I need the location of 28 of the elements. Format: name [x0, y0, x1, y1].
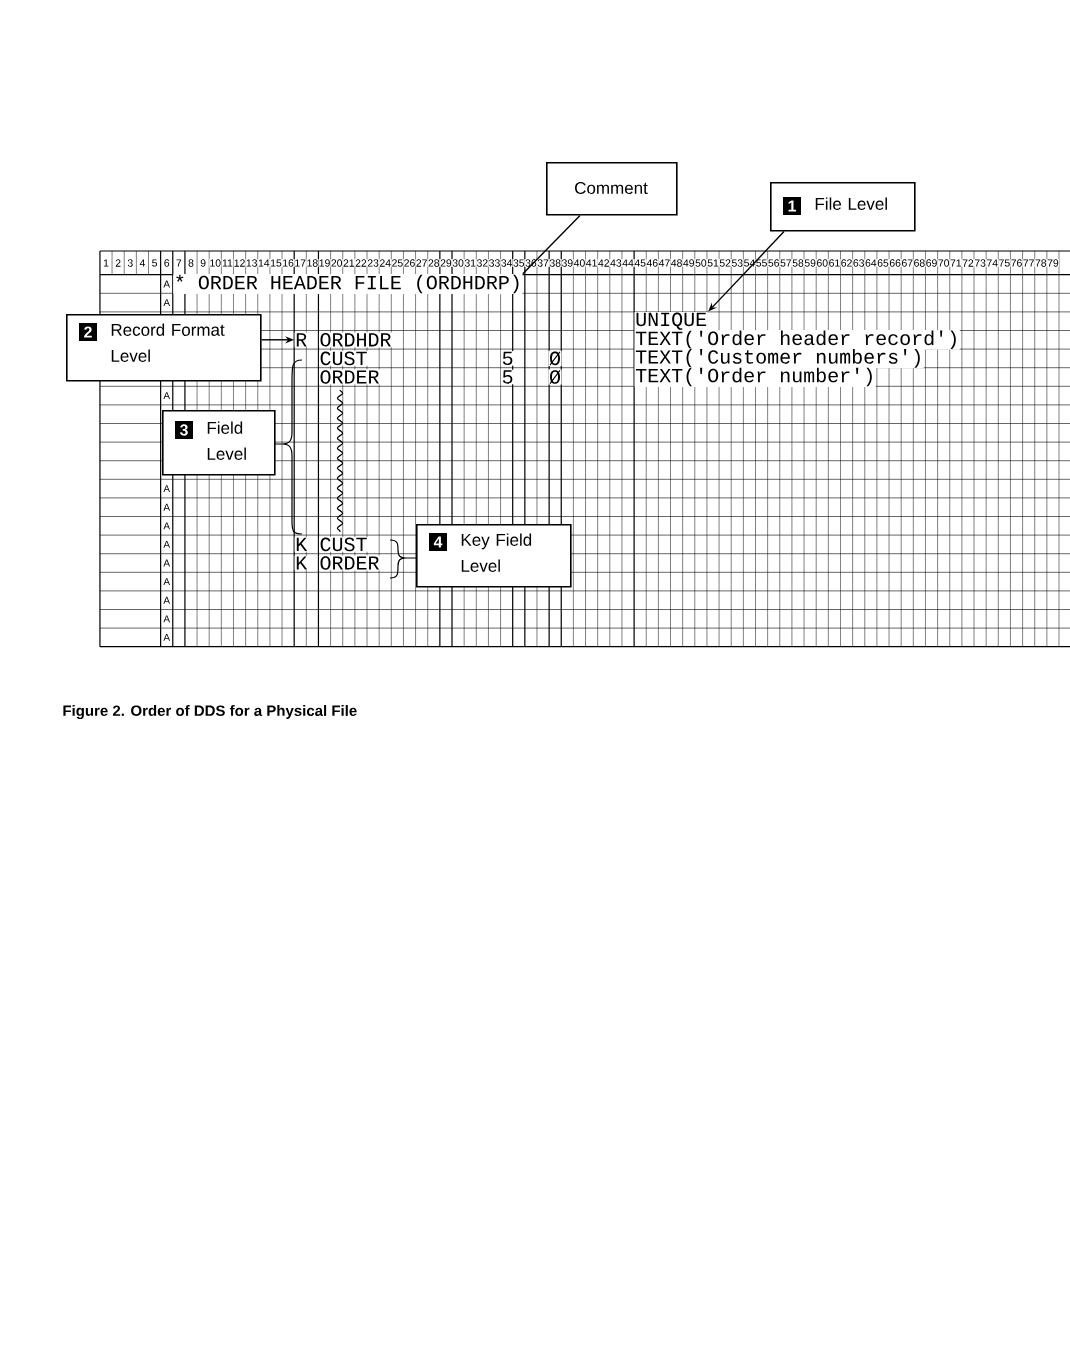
callout-box	[66, 314, 262, 382]
callout-text: Record Format Level	[111, 323, 225, 362]
leader-line	[522, 214, 581, 275]
number-badge: 3	[175, 421, 193, 439]
handwritten-entry: 5	[501, 351, 515, 366]
handwritten-entry: ORDER	[318, 555, 381, 571]
handwritten-entry: CUST	[318, 351, 369, 366]
handwritten-entry: CUST	[318, 537, 369, 552]
number-badge: 4	[429, 533, 447, 551]
handwritten-entry: UNIQUE	[634, 312, 708, 331]
handwritten-entry: Ø	[548, 369, 562, 385]
handwritten-entry: * ORDER HEADER FILE (ORDHDRP)	[173, 274, 523, 294]
number-badge: 1	[783, 197, 801, 215]
callout-box	[162, 410, 276, 476]
handwritten-entry: Ø	[548, 350, 562, 366]
callout-text: Comment	[575, 182, 648, 194]
handwritten-entry: TEXT('Customer numbers')	[634, 348, 924, 369]
handwritten-entry: ORDHDR	[318, 332, 393, 348]
callout-text: Field Level	[207, 421, 246, 460]
number-badge: 2	[79, 323, 97, 341]
callout-box	[416, 524, 572, 588]
handwritten-entry: 5	[501, 369, 515, 385]
callout-text: Key Field Level	[461, 533, 532, 572]
handwritten-entry: ORDER	[318, 369, 381, 385]
callout-text: File Level	[815, 197, 887, 210]
callout-box	[546, 162, 678, 216]
handwritten-entry: TEXT('Order number')	[634, 367, 876, 387]
callout-box	[770, 182, 916, 232]
